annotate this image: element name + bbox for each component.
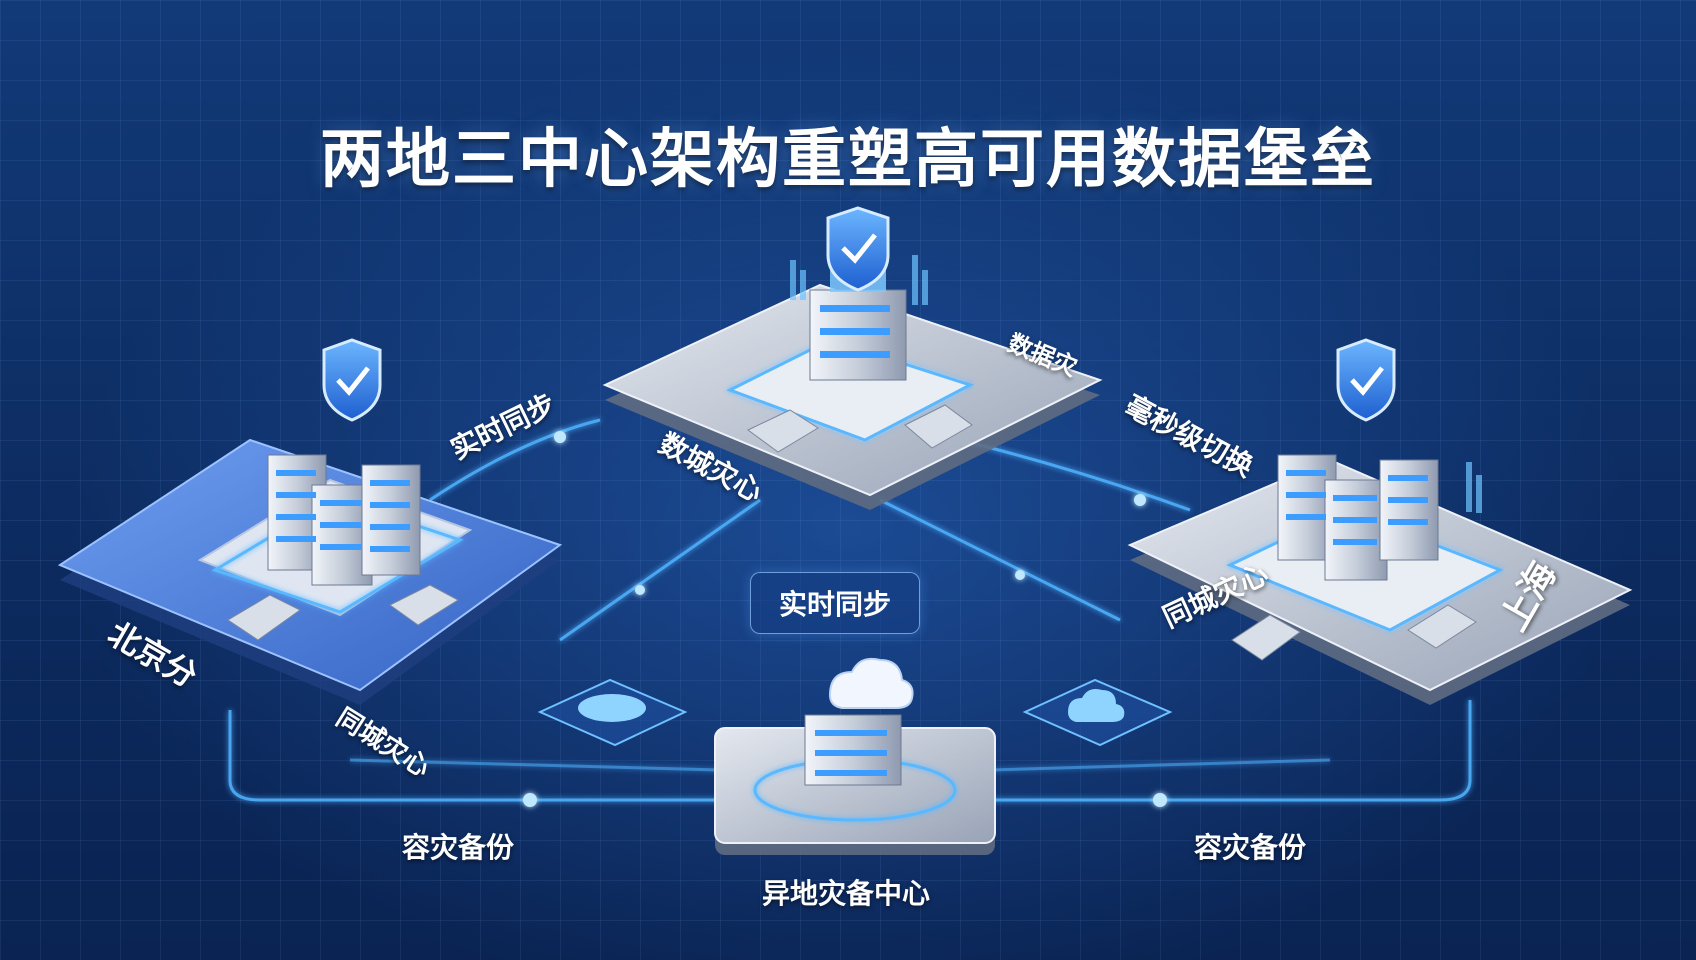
- site-label-bottom: 异地灾备中心: [762, 877, 931, 910]
- link-inner-right: [989, 758, 1331, 772]
- link-center-down-left: [559, 498, 761, 642]
- server-rack-icon: [1277, 454, 1439, 581]
- link-label-backup-left: 容灾备份: [402, 831, 515, 864]
- staircase-icon: [227, 404, 1477, 661]
- page-title: 两地三中心架构重塑高可用数据堡垒: [320, 123, 1376, 197]
- link-label-sync-center: 实时同步: [750, 572, 921, 634]
- glow-node: [523, 793, 537, 807]
- site-center-platform: [602, 283, 1103, 510]
- cloud-panel-right: [1022, 678, 1173, 747]
- glow-node: [635, 585, 645, 595]
- server-rack-icon: [804, 714, 902, 786]
- glow-node: [1153, 793, 1167, 807]
- shield-icon: [1336, 338, 1396, 422]
- link-label-backup-right: 容灾备份: [1194, 831, 1307, 864]
- shield-icon: [322, 338, 382, 422]
- link-right-bottom: [990, 700, 1472, 802]
- link-center-down-right: [879, 498, 1121, 622]
- cloud-icon: [1068, 689, 1125, 722]
- link-left-center: [429, 418, 601, 502]
- cloud-icon: [828, 657, 914, 709]
- link-left-bottom: [228, 710, 720, 802]
- glow-node: [1015, 570, 1025, 580]
- shield-icon: [826, 206, 890, 292]
- server-rack-icon: [267, 454, 421, 586]
- glow-node: [554, 431, 566, 443]
- link-center-right: [959, 438, 1191, 512]
- link-inner-left: [349, 758, 721, 772]
- cloud-panel-left: [537, 678, 688, 747]
- data-bars: [790, 255, 1482, 513]
- glow-nodes: [523, 431, 1167, 807]
- glow-node: [1134, 494, 1146, 506]
